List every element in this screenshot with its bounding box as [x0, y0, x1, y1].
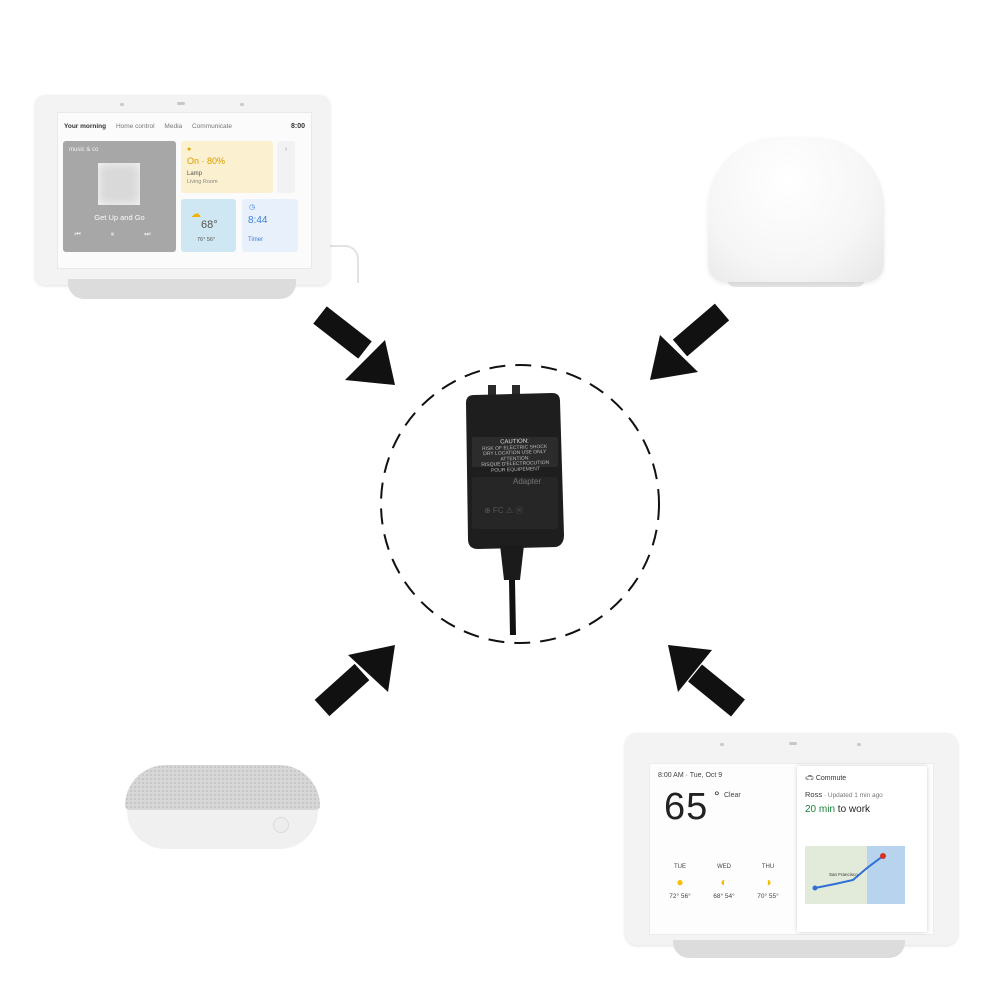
- hub-frame: Your morning Home control Media Communic…: [35, 95, 330, 285]
- hub-base: [68, 279, 296, 299]
- forecast-day: TUE ● 72° 56°: [660, 864, 700, 900]
- bulb-icon: ●: [187, 146, 192, 153]
- nest-hub-display-top-left: Your morning Home control Media Communic…: [35, 95, 359, 305]
- nest-mini-speaker: [125, 765, 320, 855]
- dashed-circle: [380, 364, 660, 644]
- strain-relief: [500, 545, 524, 580]
- lamp-card[interactable]: ● On · 80% Lamp Living Room: [181, 141, 273, 193]
- commute-card[interactable]: 🚗︎ Commute Ross · Updated 1 min ago 20 m…: [797, 766, 927, 932]
- camera-dot: [177, 102, 185, 105]
- nest-hub-display-bottom-right: 8:00 AM · Tue, Oct 9 65 ° Clear TUE ● 72…: [625, 733, 960, 963]
- tab-bar: Your morning Home control Media Communic…: [64, 123, 305, 137]
- eta-suffix: to work: [835, 804, 871, 815]
- route-line: [812, 853, 886, 891]
- tab-your-morning[interactable]: Your morning: [64, 123, 107, 130]
- speaker-button: [273, 817, 289, 833]
- sensor-dot: [720, 743, 724, 746]
- tab-communicate[interactable]: Communicate: [191, 123, 233, 130]
- updated-text: · Updated 1 min ago: [822, 792, 883, 799]
- forecast-day: THU ◑ 70° 55°: [748, 864, 788, 900]
- date-time: 8:00 AM · Tue, Oct 9: [658, 772, 723, 779]
- adapter-bottom-panel: [472, 477, 558, 529]
- sensor-dot: [857, 743, 861, 746]
- power-cord: [509, 579, 516, 635]
- tab-media[interactable]: Media: [164, 123, 183, 130]
- music-card[interactable]: music & co Get Up and Go ⏮ ⏸ ⏭: [63, 141, 176, 252]
- hub-screen: Your morning Home control Media Communic…: [57, 112, 312, 269]
- sensor-dot: [120, 103, 124, 106]
- lamp-state: On · 80%: [187, 156, 226, 166]
- car-icon: 🚗︎: [805, 775, 814, 782]
- partly-sunny-icon: ◑: [764, 875, 772, 889]
- arrow-bottom-right: [668, 645, 745, 717]
- timer-time: 8:44: [248, 215, 268, 226]
- weather-card[interactable]: ☁ 68° 76° 56°: [181, 199, 236, 252]
- commute-header: 🚗︎ Commute: [805, 774, 846, 782]
- certification-marks: ⊕ FC ⚠ ⓦ: [484, 506, 524, 515]
- degree-symbol: °: [714, 788, 720, 804]
- nest-wifi-point: [708, 137, 884, 297]
- adapter-brand: Adapter: [513, 477, 542, 486]
- forecast-day-name: THU: [761, 864, 775, 870]
- person-name: Ross: [805, 790, 823, 799]
- commute-person: Ross · Updated 1 min ago: [805, 790, 883, 799]
- speaker-fabric-top: [125, 765, 320, 810]
- power-cable: [325, 245, 359, 283]
- forecast-temps: 72° 56°: [669, 893, 691, 900]
- tab-home-control[interactable]: Home control: [115, 123, 155, 130]
- map-water: [867, 846, 905, 904]
- power-adapter: [466, 385, 564, 635]
- weather-high-low: 76° 56°: [197, 237, 216, 243]
- camera-dot: [789, 742, 797, 745]
- weather-temp: 68°: [201, 219, 218, 231]
- router-body: [708, 137, 884, 282]
- timer-label: Timer: [248, 237, 264, 243]
- route-map: San Francisco: [805, 846, 905, 904]
- sensor-dot: [240, 103, 244, 106]
- eta-value: 20 min: [805, 804, 836, 815]
- music-source: music & co: [69, 147, 99, 153]
- adapter-warning-text: CAUTION: RISK OF ELECTRIC SHOCK DRY LOCA…: [474, 439, 555, 475]
- sun-icon: ●: [676, 875, 684, 889]
- hub-frame: 8:00 AM · Tue, Oct 9 65 ° Clear TUE ● 72…: [625, 733, 958, 945]
- weather-condition: Clear: [724, 792, 741, 799]
- commute-eta: 20 min to work: [805, 804, 870, 815]
- partly-sunny-icon: ◐: [720, 875, 728, 889]
- adapter-label-panel: [472, 437, 558, 467]
- forecast-day-name: TUE: [674, 864, 686, 870]
- arrow-top-left: [313, 306, 395, 385]
- lamp-room: Living Room: [187, 179, 218, 185]
- timer-icon: ◷: [249, 204, 256, 211]
- chevron-right-icon[interactable]: ›: [277, 141, 295, 193]
- timer-card[interactable]: ◷ 8:44 Timer: [242, 199, 298, 252]
- clock: 8:00: [290, 123, 305, 130]
- lamp-name: Lamp: [187, 171, 203, 177]
- forecast-day-name: WED: [717, 864, 731, 870]
- commute-title: Commute: [815, 775, 847, 782]
- forecast-temps: 68° 54°: [713, 893, 735, 900]
- current-temp: 65: [664, 786, 709, 828]
- hub-screen: 8:00 AM · Tue, Oct 9 65 ° Clear TUE ● 72…: [649, 763, 934, 935]
- arrow-bottom-left: [314, 645, 395, 717]
- forecast-temps: 70° 55°: [757, 893, 779, 900]
- partly-sunny-icon: ☁: [191, 209, 201, 220]
- map-city-label: San Francisco: [829, 872, 858, 877]
- album-art: [98, 163, 140, 205]
- forecast-day: WED ◐ 68° 54°: [704, 864, 744, 900]
- song-title: Get Up and Go: [94, 213, 145, 222]
- hub-base: [673, 940, 905, 958]
- arrow-top-right: [650, 303, 730, 380]
- playback-controls[interactable]: ⏮ ⏸ ⏭: [74, 231, 165, 238]
